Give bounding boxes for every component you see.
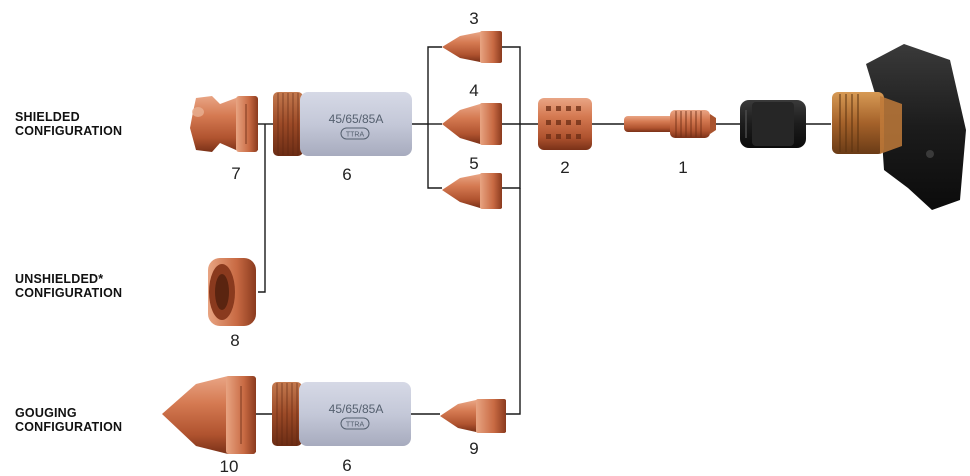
left-bracket <box>427 46 442 189</box>
shield-icon <box>190 96 258 152</box>
nozzle-icon <box>442 173 502 209</box>
gouging-configuration-label: GOUGING CONFIGURATION <box>15 406 122 434</box>
unshielded-configuration-label: UNSHIELDED* CONFIGURATION <box>15 272 122 300</box>
part-number-10: 10 <box>219 457 239 476</box>
gouging-shield-icon <box>162 376 256 454</box>
cap-badge-text: TTRA <box>346 422 365 429</box>
isolator-icon <box>740 100 806 148</box>
retaining-cap-icon: 45/65/85A TTRA <box>273 92 412 156</box>
cap-badge-text: TTRA <box>346 132 365 139</box>
shielded-label-line2: CONFIGURATION <box>15 124 123 138</box>
swirl-ring-icon <box>538 98 592 150</box>
deflector-icon <box>208 258 256 326</box>
part-number-8: 8 <box>230 331 240 350</box>
nozzle-icon <box>442 31 502 63</box>
gouging-label-line2: CONFIGURATION <box>15 420 123 434</box>
shielded-configuration-label: SHIELDED CONFIGURATION <box>15 110 122 138</box>
torch-head-icon <box>832 44 966 210</box>
part-number-6-bottom: 6 <box>342 456 352 475</box>
line-to-deflector <box>258 124 266 293</box>
shielded-label-line1: SHIELDED <box>15 110 80 124</box>
nozzle-icon <box>442 103 502 145</box>
part-number-3: 3 <box>469 9 479 28</box>
unshielded-label-line1: UNSHIELDED* <box>15 272 104 286</box>
part-number-6-top: 6 <box>342 165 352 184</box>
part-number-1: 1 <box>678 158 688 177</box>
part-number-5: 5 <box>469 154 479 173</box>
retaining-cap-icon: 45/65/85A TTRA <box>272 382 411 446</box>
gouging-nozzle-icon <box>440 399 506 433</box>
line-to-gouging-nozzle <box>506 188 521 415</box>
unshielded-label-line2: CONFIGURATION <box>15 286 123 300</box>
cap-marking-text: 45/65/85A <box>329 112 384 126</box>
part-number-4: 4 <box>469 81 479 100</box>
part-number-9: 9 <box>469 439 479 458</box>
cap-marking-text: 45/65/85A <box>329 402 384 416</box>
gouging-label-line1: GOUGING <box>15 406 77 420</box>
right-bracket <box>502 46 521 189</box>
part-number-7: 7 <box>231 164 241 183</box>
connector-lines <box>255 46 831 415</box>
electrode-icon <box>624 110 716 138</box>
part-number-2: 2 <box>560 158 570 177</box>
